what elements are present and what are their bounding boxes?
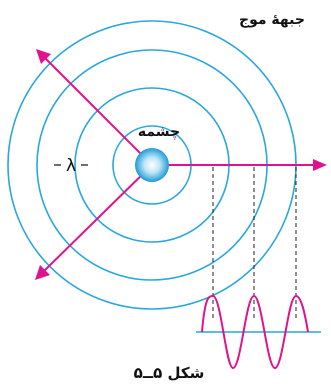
arrowhead-icon (35, 265, 50, 280)
figure-caption: شکل ۵ــ۵ (134, 364, 205, 382)
ray-upper-left (43, 56, 153, 166)
rays (35, 49, 327, 280)
wavelength-marker: λ (54, 156, 88, 176)
arrowhead-icon (36, 49, 51, 64)
source-dot-icon (135, 148, 169, 182)
ray-lower-left (42, 164, 153, 273)
wavefront-label: جبههٔ موج (239, 12, 305, 28)
source-label: چشمه (138, 124, 180, 140)
arrowhead-icon (313, 159, 327, 171)
wavelength-symbol: λ (66, 156, 76, 176)
sine-wave (201, 294, 309, 370)
